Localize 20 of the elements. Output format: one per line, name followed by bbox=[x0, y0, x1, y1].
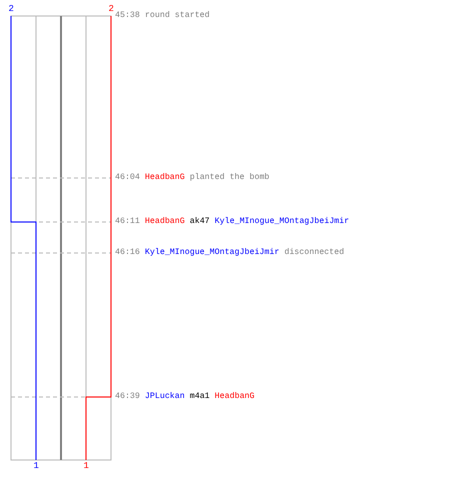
timestamp: 46:11 bbox=[115, 217, 140, 226]
timestamp: 46:39 bbox=[115, 392, 140, 401]
player-name: HeadbanG bbox=[214, 392, 255, 401]
player-name: HeadbanG bbox=[144, 173, 185, 182]
player-name: Kyle_MInogue_MOntagJbeiJmir bbox=[144, 248, 280, 257]
timestamp: 46:04 bbox=[115, 173, 140, 182]
weapon-name: m4a1 bbox=[190, 392, 210, 401]
player-name: Kyle_MInogue_MOntagJbeiJmir bbox=[214, 217, 350, 226]
player-count: 2 bbox=[8, 4, 14, 14]
event-text: round started bbox=[144, 11, 210, 20]
player-name: JPLuckan bbox=[144, 392, 185, 401]
player-count: 2 bbox=[108, 4, 114, 14]
event-text: planted the bomb bbox=[190, 173, 270, 182]
player-count: 1 bbox=[34, 461, 39, 471]
weapon-name: ak47 bbox=[190, 217, 210, 226]
timestamp: 45:38 bbox=[115, 11, 140, 20]
player-name: HeadbanG bbox=[144, 217, 185, 226]
event-text: disconnected bbox=[284, 248, 344, 257]
timestamp: 46:16 bbox=[115, 248, 140, 257]
player-count: 1 bbox=[84, 461, 89, 471]
